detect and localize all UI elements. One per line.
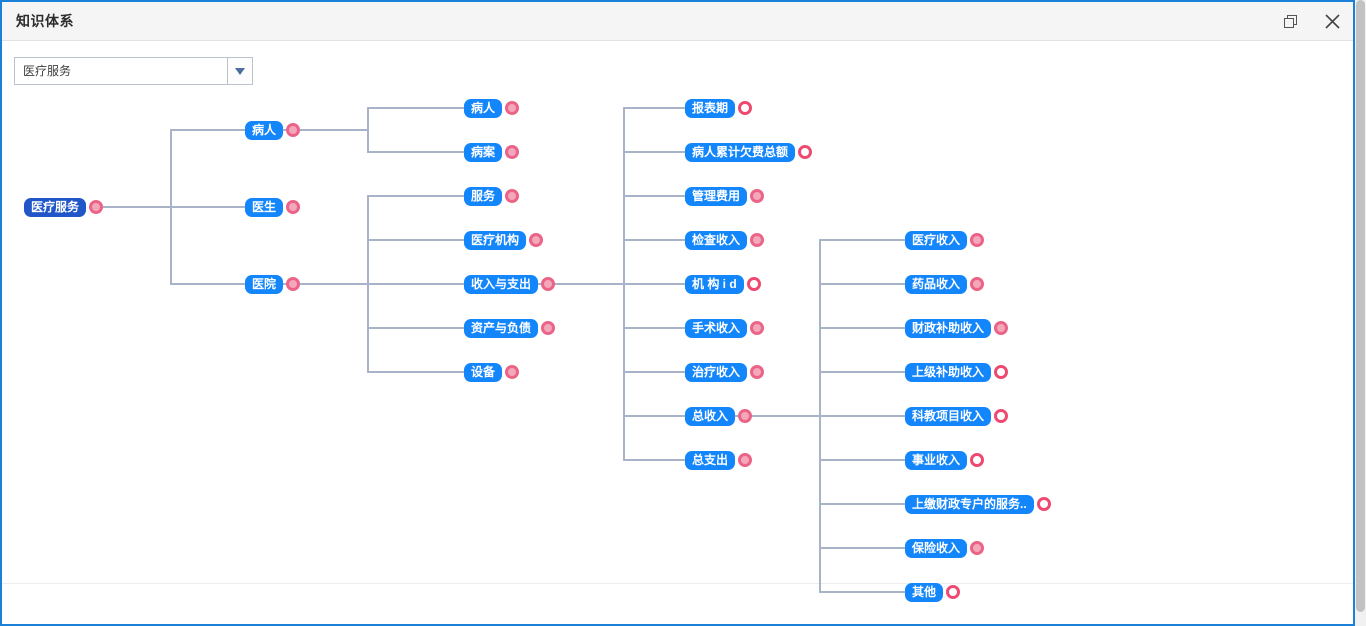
node-ring-icon[interactable] [529, 233, 543, 247]
node-label[interactable]: 资产与负债 [464, 319, 538, 338]
node-label[interactable]: 服务 [464, 187, 502, 206]
node-ring-icon[interactable] [750, 233, 764, 247]
tree-node[interactable]: 医疗收入 [905, 230, 984, 250]
node-ring-icon[interactable] [970, 453, 984, 467]
node-ring-icon[interactable] [738, 453, 752, 467]
node-label[interactable]: 检查收入 [685, 231, 747, 250]
tree-node[interactable]: 病人 [245, 120, 300, 140]
node-ring-icon[interactable] [798, 145, 812, 159]
node-ring-icon[interactable] [505, 145, 519, 159]
tree-node[interactable]: 医生 [245, 197, 300, 217]
tree-node[interactable]: 医院 [245, 274, 300, 294]
node-ring-icon[interactable] [946, 585, 960, 599]
node-ring-icon[interactable] [541, 321, 555, 335]
tree-node[interactable]: 总收入 [685, 406, 752, 426]
node-label[interactable]: 病人累计欠费总额 [685, 143, 795, 162]
node-label[interactable]: 总支出 [685, 451, 735, 470]
tree-node[interactable]: 资产与负债 [464, 318, 555, 338]
tree-node[interactable]: 病案 [464, 142, 519, 162]
node-ring-icon[interactable] [750, 365, 764, 379]
tree-node[interactable]: 事业收入 [905, 450, 984, 470]
node-label[interactable]: 医疗收入 [905, 231, 967, 250]
tree-node[interactable]: 其他 [905, 582, 960, 602]
node-label[interactable]: 事业收入 [905, 451, 967, 470]
node-label[interactable]: 保险收入 [905, 539, 967, 558]
tree-node[interactable]: 保险收入 [905, 538, 984, 558]
node-label[interactable]: 上级补助收入 [905, 363, 991, 382]
node-ring-icon[interactable] [505, 189, 519, 203]
node-label[interactable]: 财政补助收入 [905, 319, 991, 338]
node-label[interactable]: 管理费用 [685, 187, 747, 206]
node-ring-icon[interactable] [747, 277, 761, 291]
node-ring-icon[interactable] [286, 123, 300, 137]
node-label[interactable]: 手术收入 [685, 319, 747, 338]
node-label[interactable]: 机 构 i d [685, 275, 744, 294]
node-ring-icon[interactable] [970, 277, 984, 291]
tree-node[interactable]: 医疗机构 [464, 230, 543, 250]
tree-node[interactable]: 病人 [464, 98, 519, 118]
node-label[interactable]: 医生 [245, 198, 283, 217]
node-ring-icon[interactable] [994, 321, 1008, 335]
node-ring-icon[interactable] [738, 101, 752, 115]
node-label[interactable]: 总收入 [685, 407, 735, 426]
tree-node[interactable]: 药品收入 [905, 274, 984, 294]
node-ring-icon[interactable] [286, 277, 300, 291]
node-label[interactable]: 医疗机构 [464, 231, 526, 250]
node-ring-icon[interactable] [505, 101, 519, 115]
node-label[interactable]: 设备 [464, 363, 502, 382]
tree-node[interactable]: 病人累计欠费总额 [685, 142, 812, 162]
tree-node[interactable]: 机 构 i d [685, 274, 761, 294]
tree-node[interactable]: 收入与支出 [464, 274, 555, 294]
node-ring-icon[interactable] [970, 233, 984, 247]
node-ring-icon[interactable] [1037, 497, 1051, 511]
node-ring-icon[interactable] [286, 200, 300, 214]
node-label[interactable]: 病案 [464, 143, 502, 162]
tree-node[interactable]: 总支出 [685, 450, 752, 470]
node-label[interactable]: 收入与支出 [464, 275, 538, 294]
tree-node[interactable]: 手术收入 [685, 318, 764, 338]
tree-node[interactable]: 服务 [464, 186, 519, 206]
node-label[interactable]: 报表期 [685, 99, 735, 118]
tree-node-root[interactable]: 医疗服务 [24, 197, 103, 217]
tree-node[interactable]: 财政补助收入 [905, 318, 1008, 338]
node-label[interactable]: 病人 [245, 121, 283, 140]
node-ring-icon[interactable] [738, 409, 752, 423]
scrollbar-thumb[interactable] [1356, 0, 1365, 612]
node-label[interactable]: 其他 [905, 583, 943, 602]
tree-node[interactable]: 上缴财政专户的服务.. [905, 494, 1051, 514]
node-label[interactable]: 科教项目收入 [905, 407, 991, 426]
node-label[interactable]: 医院 [245, 275, 283, 294]
node-label[interactable]: 药品收入 [905, 275, 967, 294]
tree-node[interactable]: 上级补助收入 [905, 362, 1008, 382]
node-ring-icon[interactable] [970, 541, 984, 555]
tree-node[interactable]: 治疗收入 [685, 362, 764, 382]
node-label[interactable]: 医疗服务 [24, 198, 86, 217]
node-ring-icon[interactable] [541, 277, 555, 291]
vertical-scrollbar[interactable] [1355, 0, 1366, 626]
node-ring-icon[interactable] [89, 200, 103, 214]
node-ring-icon[interactable] [750, 189, 764, 203]
node-ring-icon[interactable] [994, 409, 1008, 423]
tree-node[interactable]: 管理费用 [685, 186, 764, 206]
tree-node[interactable]: 报表期 [685, 98, 752, 118]
node-label[interactable]: 上缴财政专户的服务.. [905, 495, 1034, 514]
node-ring-icon[interactable] [505, 365, 519, 379]
tree-node[interactable]: 科教项目收入 [905, 406, 1008, 426]
tree-node[interactable]: 设备 [464, 362, 519, 382]
node-ring-icon[interactable] [994, 365, 1008, 379]
node-label[interactable]: 病人 [464, 99, 502, 118]
node-ring-icon[interactable] [750, 321, 764, 335]
tree-node[interactable]: 检查收入 [685, 230, 764, 250]
node-label[interactable]: 治疗收入 [685, 363, 747, 382]
